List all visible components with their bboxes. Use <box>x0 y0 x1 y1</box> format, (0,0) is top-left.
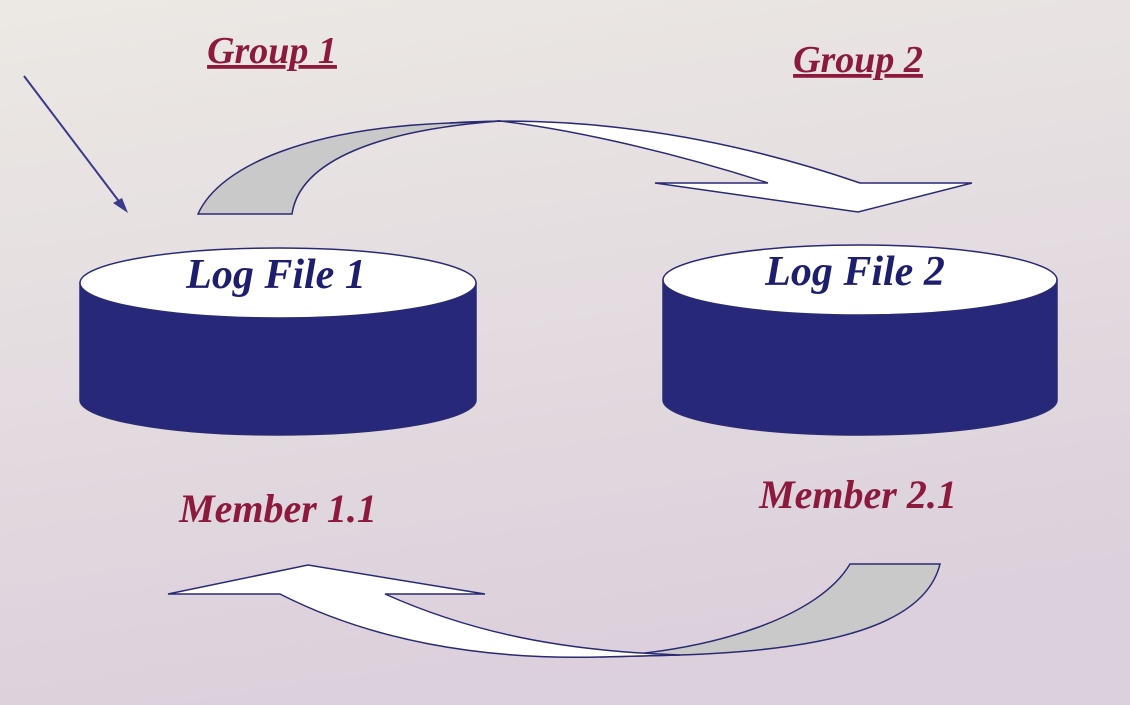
member-2-1-label: Member 2.1 <box>758 472 957 517</box>
log-file-1-cylinder: Log File 1 <box>79 247 477 436</box>
switch-arrow-bottom <box>167 563 941 659</box>
member-1-1-label: Member 1.1 <box>178 486 377 531</box>
current-pointer-arrow <box>23 75 128 213</box>
group-2-label: Group 2 <box>793 39 923 81</box>
log-file-2-cylinder: Log File 2 <box>662 244 1058 436</box>
group-1-label: Group 1 <box>207 30 337 72</box>
log-file-2-label: Log File 2 <box>764 249 945 295</box>
log-file-1-label: Log File 1 <box>185 252 366 298</box>
switch-arrow-top <box>196 120 973 215</box>
